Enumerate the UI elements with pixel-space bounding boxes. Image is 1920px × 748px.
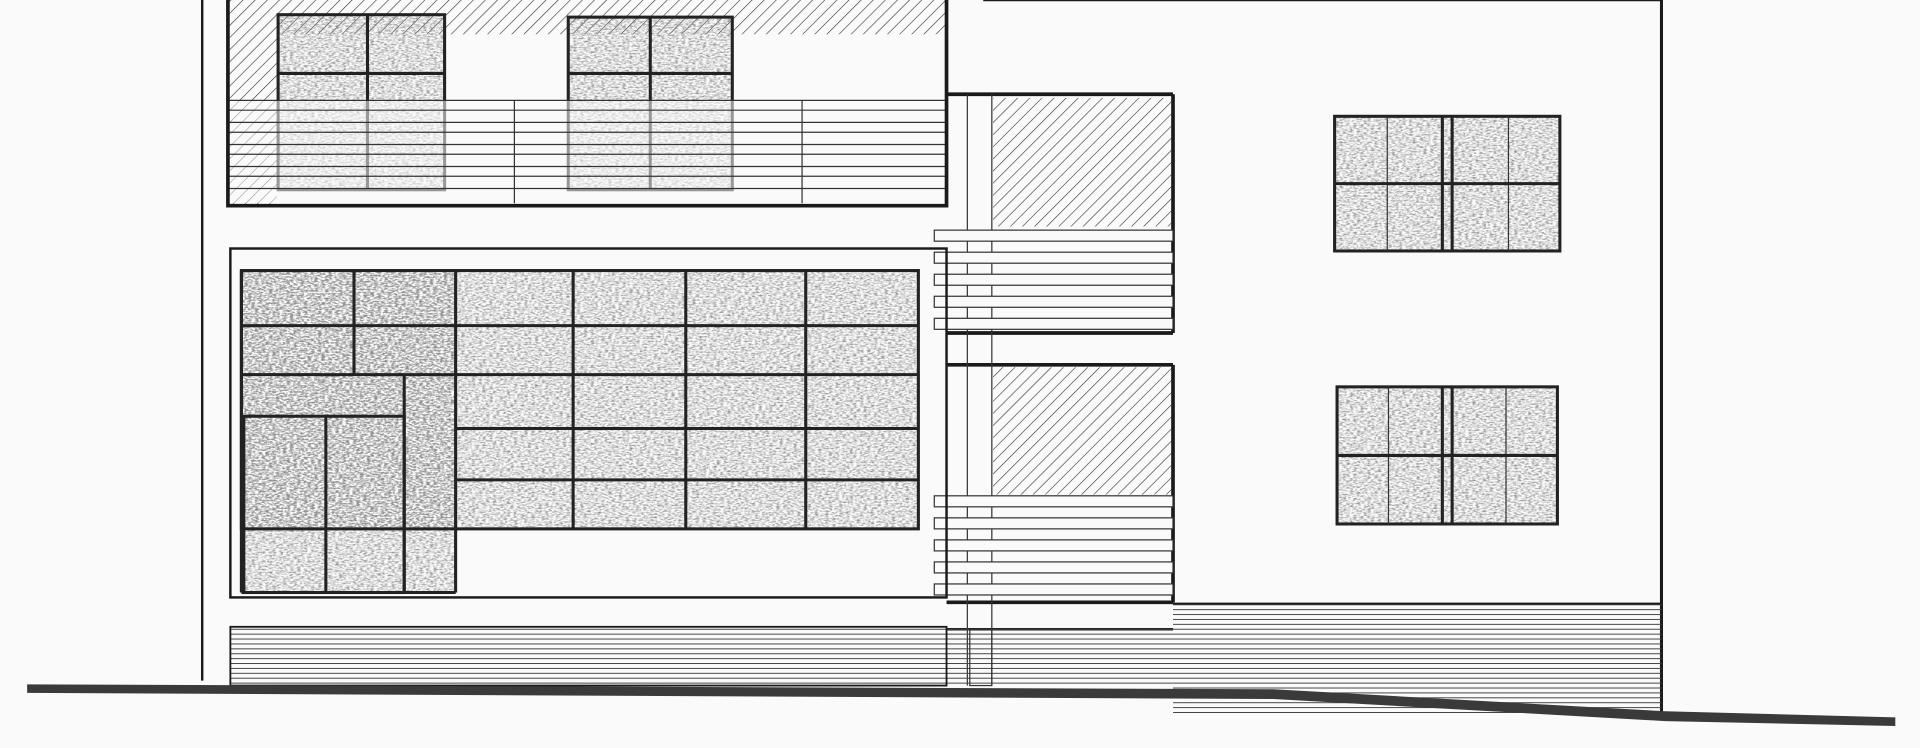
ground-floor-block	[229, 247, 1174, 687]
lower-recess-shadow	[993, 367, 1172, 495]
central-tower	[933, 92, 1175, 686]
upper-balcony-railing	[229, 99, 947, 204]
storefront-window	[239, 269, 920, 595]
tower-column	[969, 628, 993, 687]
entrance-door	[242, 374, 406, 595]
upper-balcony	[226, 0, 949, 208]
right-window-upper	[1333, 114, 1562, 253]
right-window-lower	[1335, 385, 1559, 526]
left-plinth	[230, 626, 1174, 686]
tower-railing-lower	[933, 495, 1174, 596]
tower-railing-upper	[933, 229, 1174, 330]
upper-recess-shadow	[993, 97, 1172, 227]
ground-line	[27, 684, 1896, 726]
